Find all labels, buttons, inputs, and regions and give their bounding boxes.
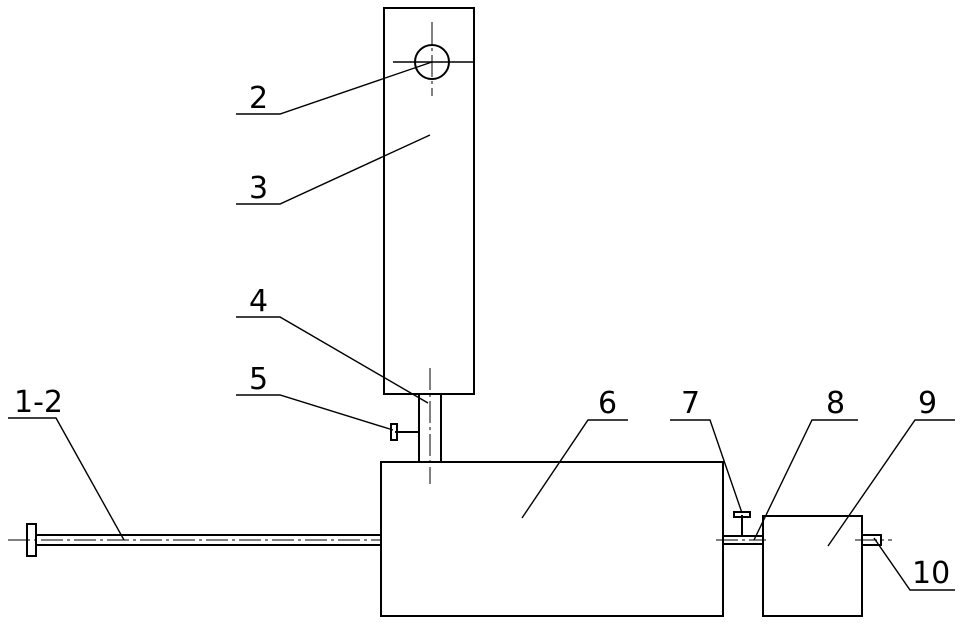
part-labels: 2 3 4 5 1-2 6 7 8 9 10 bbox=[14, 81, 950, 591]
label-9: 9 bbox=[918, 386, 937, 421]
leader-8 bbox=[754, 420, 858, 540]
leader-lines bbox=[8, 62, 955, 590]
label-3: 3 bbox=[249, 171, 268, 206]
valve-handle bbox=[391, 424, 397, 440]
label-4: 4 bbox=[249, 284, 268, 319]
leader-1-2 bbox=[8, 418, 124, 540]
leader-5 bbox=[236, 395, 393, 430]
label-2: 2 bbox=[249, 81, 268, 116]
main-tank bbox=[381, 462, 723, 616]
label-7: 7 bbox=[681, 386, 700, 421]
small-tank bbox=[763, 516, 862, 616]
label-1-2: 1-2 bbox=[14, 385, 63, 420]
label-6: 6 bbox=[598, 386, 617, 421]
leader-6 bbox=[522, 420, 628, 518]
leader-7 bbox=[670, 420, 742, 513]
leader-9 bbox=[828, 420, 955, 546]
label-10: 10 bbox=[912, 556, 950, 591]
vertical-column bbox=[384, 8, 474, 394]
label-8: 8 bbox=[826, 386, 845, 421]
label-5: 5 bbox=[249, 362, 268, 397]
